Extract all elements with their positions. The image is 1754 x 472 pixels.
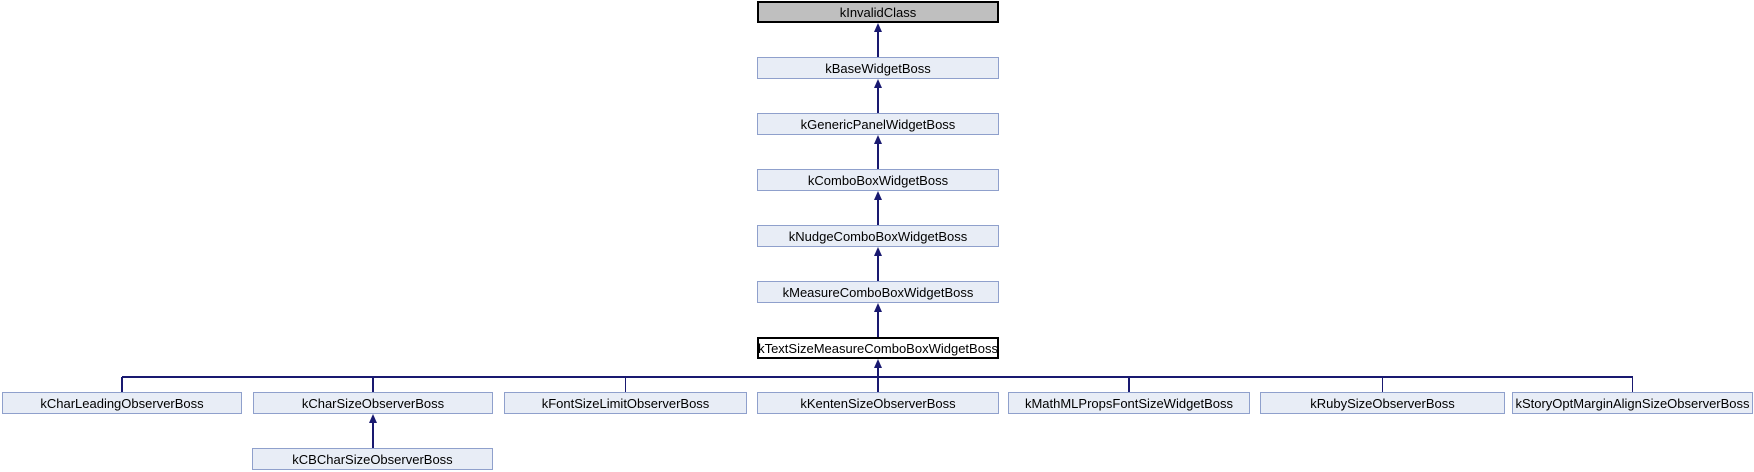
inheritance-edge [877, 32, 879, 57]
inheritance-arrowhead [874, 135, 882, 144]
class-node-kCBCharSizeObserverBoss[interactable]: kCBCharSizeObserverBoss [252, 448, 493, 470]
class-node-kNudgeComboBoxWidgetBoss[interactable]: kNudgeComboBoxWidgetBoss [757, 225, 999, 247]
inheritance-arrowhead [874, 303, 882, 312]
inheritance-edge-stub [624, 377, 627, 392]
inheritance-edge-stub [372, 377, 374, 392]
inheritance-edge-stub [1631, 377, 1634, 392]
class-node-kCharLeadingObserverBoss[interactable]: kCharLeadingObserverBoss [2, 392, 242, 414]
inheritance-arrowhead [874, 191, 882, 200]
class-node-kMeasureComboBoxWidgetBoss[interactable]: kMeasureComboBoxWidgetBoss [757, 281, 999, 303]
inheritance-arrowhead [874, 247, 882, 256]
inheritance-edge-stub [877, 377, 879, 392]
inheritance-edge [877, 368, 879, 377]
inheritance-edge [877, 144, 879, 169]
inheritance-edge-stub [1128, 377, 1130, 392]
inheritance-edge [877, 200, 879, 225]
class-node-kFontSizeLimitObserverBoss[interactable]: kFontSizeLimitObserverBoss [504, 392, 747, 414]
class-node-kGenericPanelWidgetBoss[interactable]: kGenericPanelWidgetBoss [757, 113, 999, 135]
class-node-kMathMLPropsFontSizeWidgetBoss[interactable]: kMathMLPropsFontSizeWidgetBoss [1008, 392, 1250, 414]
class-node-kComboBoxWidgetBoss[interactable]: kComboBoxWidgetBoss [757, 169, 999, 191]
class-node-kCharSizeObserverBoss[interactable]: kCharSizeObserverBoss [253, 392, 493, 414]
class-node-kRubySizeObserverBoss[interactable]: kRubySizeObserverBoss [1260, 392, 1505, 414]
inheritance-arrowhead [874, 359, 882, 368]
class-node-kStoryOptMarginAlignSizeObserverBoss[interactable]: kStoryOptMarginAlignSizeObserverBoss [1512, 392, 1753, 414]
inheritance-edge [372, 423, 374, 448]
inheritance-edge [877, 256, 879, 281]
class-node-kTextSizeMeasureComboBoxWidgetBoss: kTextSizeMeasureComboBoxWidgetBoss [757, 337, 999, 359]
inheritance-edge-stub [1381, 377, 1384, 392]
class-node-kKentenSizeObserverBoss[interactable]: kKentenSizeObserverBoss [757, 392, 999, 414]
class-node-kBaseWidgetBoss[interactable]: kBaseWidgetBoss [757, 57, 999, 79]
inheritance-edge [877, 312, 879, 337]
class-node-kInvalidClass: kInvalidClass [757, 1, 999, 23]
inheritance-edge-stub [121, 377, 123, 392]
inheritance-arrowhead [874, 23, 882, 32]
inheritance-arrowhead [874, 79, 882, 88]
inheritance-arrowhead [369, 414, 377, 423]
inheritance-edge [877, 88, 879, 113]
